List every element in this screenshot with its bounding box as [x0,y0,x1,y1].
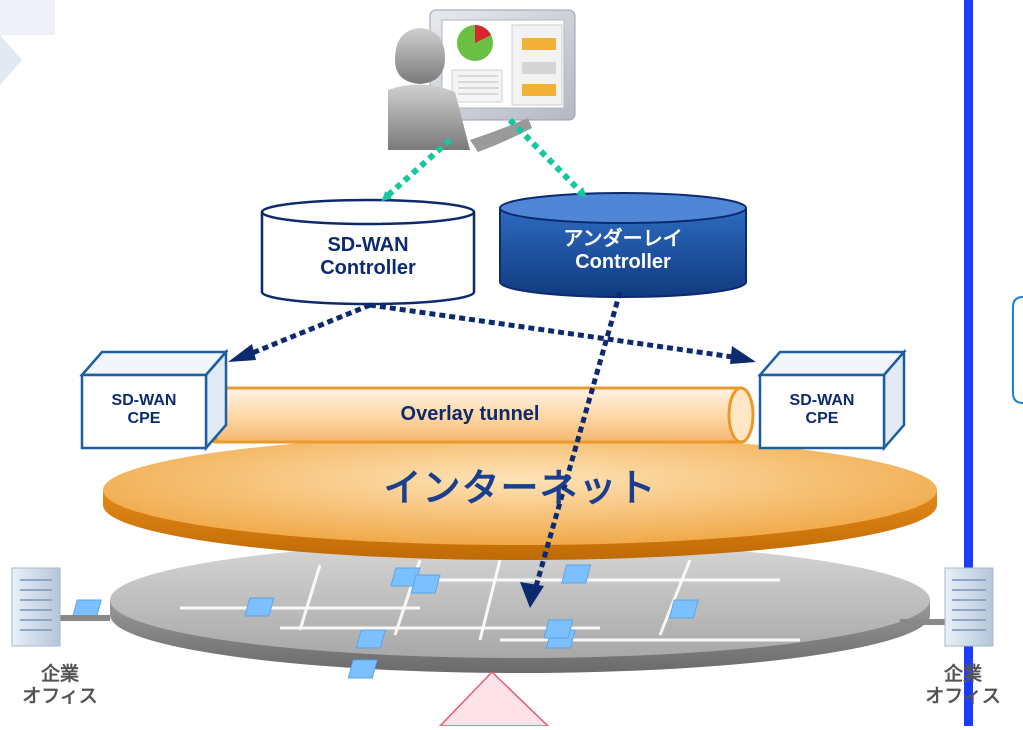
background-decoration [0,0,55,85]
network-node [543,619,574,639]
operator-arrows [381,117,587,202]
divider-line [964,0,973,726]
cpe-right-line2: CPE [805,410,839,428]
cpe-right [757,348,907,452]
cpe-right-label: SD-WAN CPE [760,392,884,429]
office-right-label: 企業 オフィス [913,664,1013,708]
office-right-line2: オフィス [925,685,1001,707]
network-node [355,629,386,649]
cpe-right-line1: SD-WAN [789,392,855,409]
cpe-left-line2: CPE [127,410,161,428]
overlay-tunnel [202,386,755,444]
network-node [668,599,699,619]
sdwan-controller-label: SD-WAN Controller [262,234,474,280]
underlay-controller-label: アンダーレイ Controller [500,228,746,274]
cpe-left [79,348,229,452]
underlay-controller-line2: Controller [575,251,671,273]
operator-icon [388,9,576,152]
sdwan-controller-cylinder [260,198,476,306]
sdwan-controller-line2: Controller [320,257,416,279]
network-node [347,659,378,679]
office-right-line1: 企業 [943,664,982,685]
underlay-controller-line1: アンダーレイ [563,228,683,250]
underlay-controller-cylinder [499,192,747,298]
office-left [11,567,110,647]
arrowheads [228,344,756,608]
internet-label: インターネット [383,468,657,510]
network-node [561,564,592,584]
office-right [900,567,994,647]
office-left-line2: オフィス [22,685,98,707]
office-left-label: 企業 オフィス [10,664,110,708]
network-node [244,597,275,617]
overlay-tunnel-label: Overlay tunnel [400,403,540,425]
partial-box-right [1012,296,1023,404]
office-left-line1: 企業 [40,664,79,685]
network-node [410,574,441,594]
control-arrows [239,291,741,591]
underlay-network-disk [71,542,930,679]
internet-disk [103,435,937,560]
sdwan-controller-line1: SD-WAN [327,234,409,256]
cpe-left-line1: SD-WAN [111,392,177,409]
bottom-triangle [438,670,550,727]
cpe-left-label: SD-WAN CPE [82,392,206,429]
